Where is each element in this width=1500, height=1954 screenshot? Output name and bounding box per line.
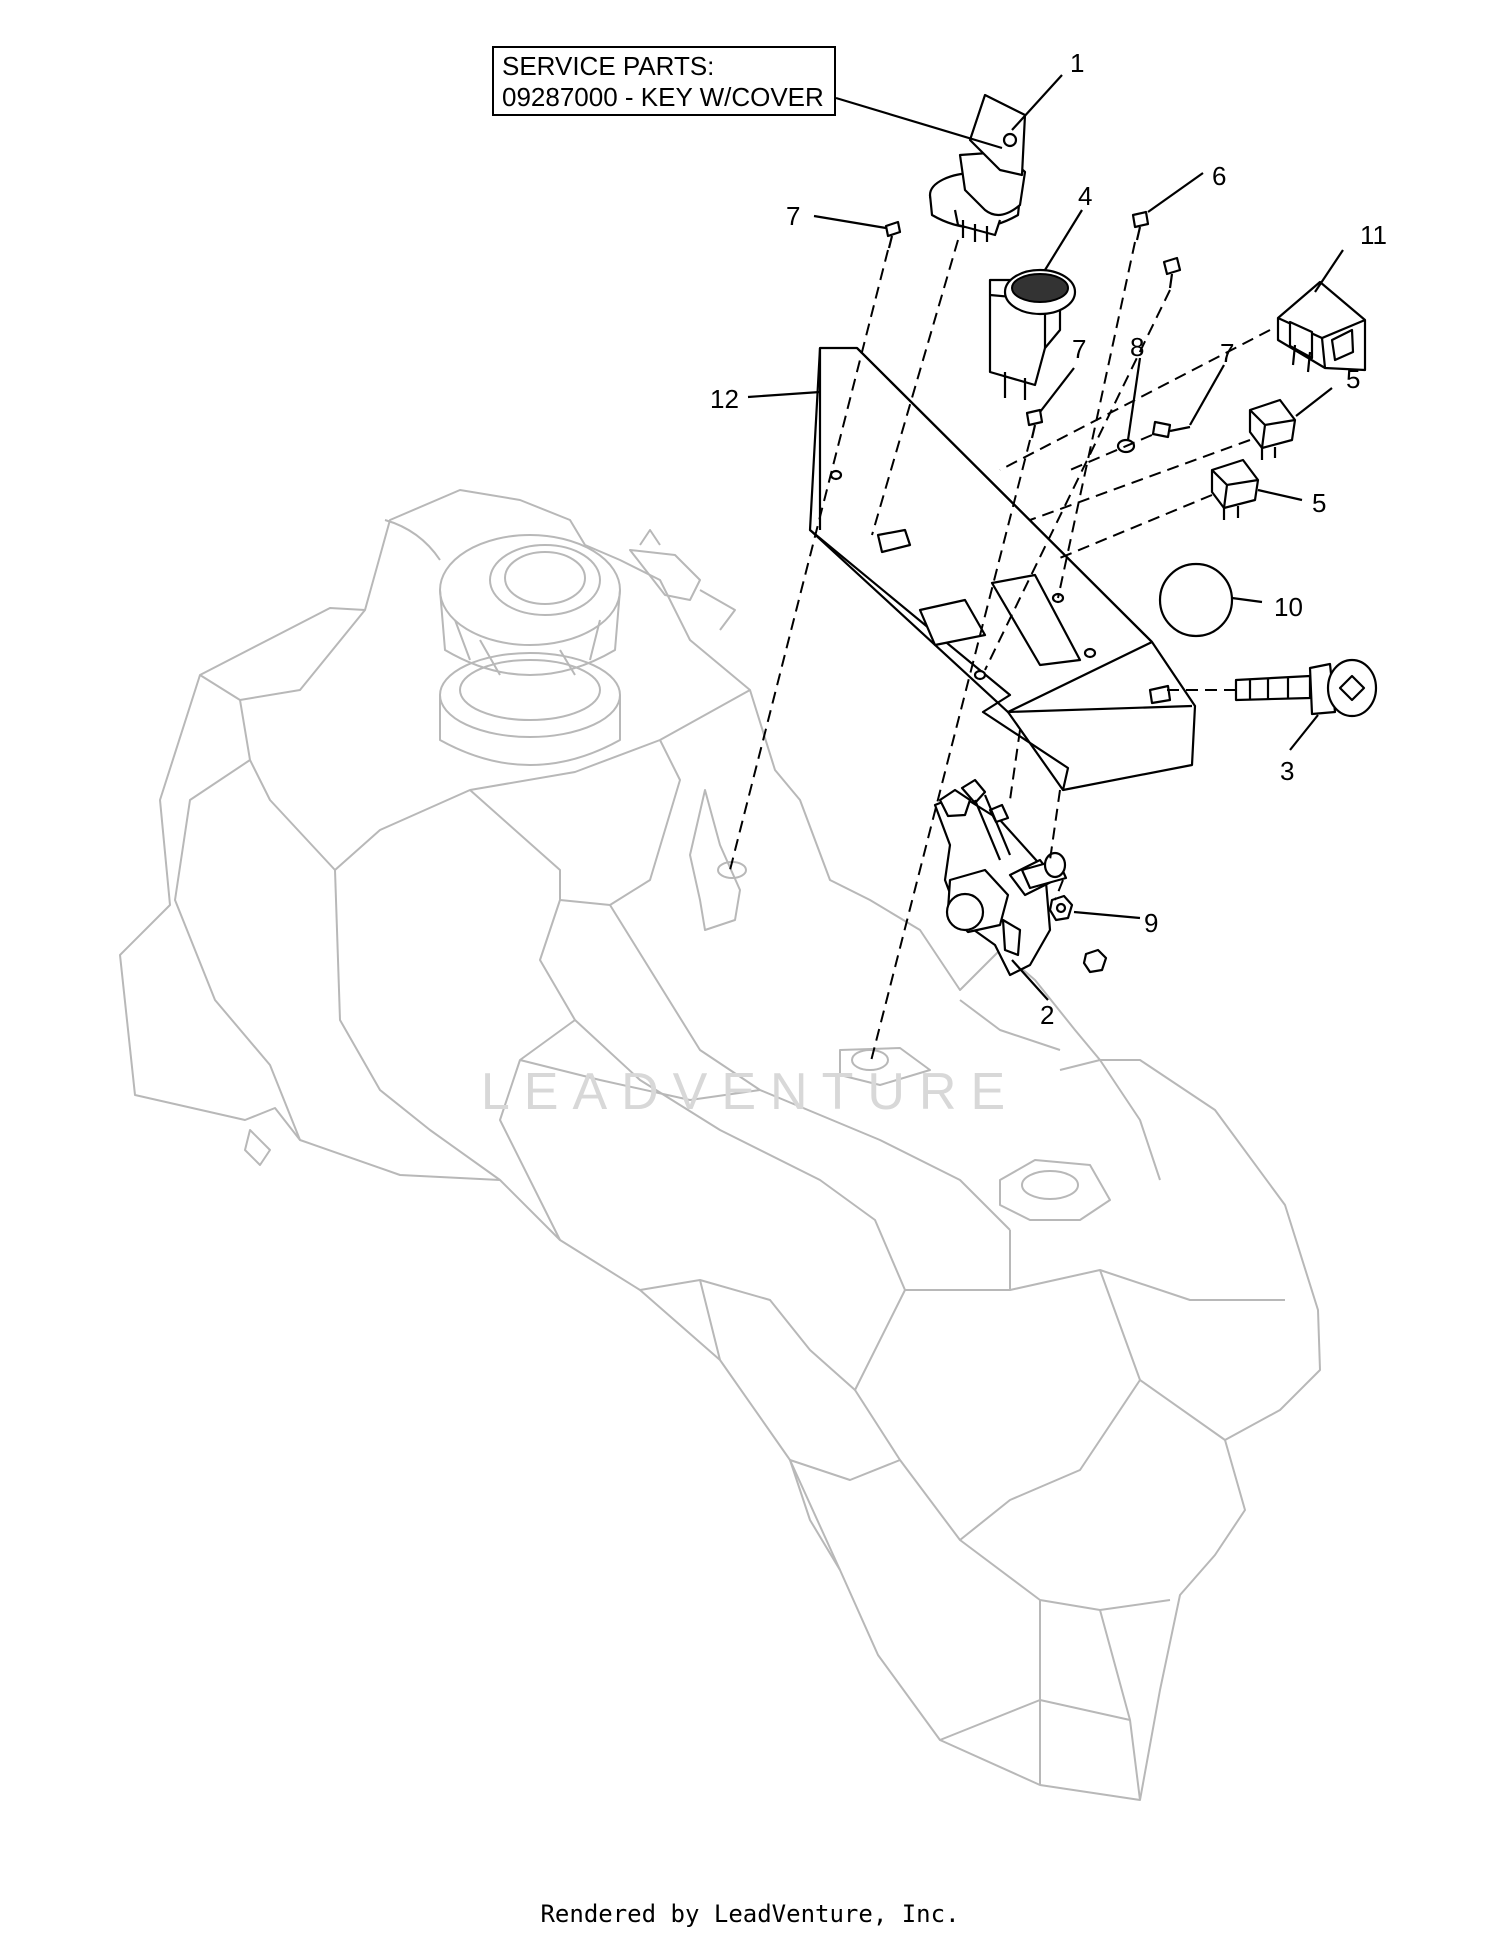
- service-parts-box: SERVICE PARTS: 09287000 - KEY W/COVER: [492, 46, 836, 116]
- callout-5-lower: 5: [1312, 488, 1326, 518]
- watermark: LEADVENTURE: [480, 1063, 1020, 1121]
- micro-switch-lower: [1210, 458, 1260, 520]
- callout-9: 9: [1144, 908, 1158, 938]
- micro-switch-upper: [1248, 398, 1297, 460]
- callout-7-right: 7: [1220, 338, 1234, 368]
- nut-extra: [1082, 948, 1108, 974]
- callout-4: 4: [1078, 181, 1092, 211]
- brake-switch-assembly: [933, 778, 1068, 977]
- callout-10: 10: [1274, 592, 1303, 622]
- assembly-lines: [729, 239, 1271, 1066]
- rocker-switch: [1276, 280, 1367, 373]
- ignition-key-switch: [928, 93, 1027, 242]
- fuel-tank: [119, 489, 1321, 1801]
- ball-cap: [1158, 562, 1234, 638]
- footer-credit: Rendered by LeadVenture, Inc.: [540, 1900, 960, 1928]
- screw-7-middle: [1025, 408, 1044, 439]
- callout-11: 11: [1360, 220, 1387, 250]
- callout-3: 3: [1280, 756, 1294, 786]
- callout-7-middle: 7: [1072, 334, 1086, 364]
- callout-2: 2: [1040, 1000, 1054, 1030]
- nut-9: [1048, 894, 1074, 922]
- screw-7-left: [884, 220, 902, 249]
- service-parts-heading: SERVICE PARTS:: [502, 51, 715, 81]
- callout-7-left: 7: [786, 201, 800, 231]
- callout-6: 6: [1212, 161, 1226, 191]
- pto-switch: [988, 268, 1077, 400]
- leader-lines: [747, 74, 1344, 1001]
- screw-7-right: [1151, 420, 1191, 439]
- headlight-switch-plug: [1234, 658, 1378, 718]
- screw-6: [1131, 210, 1150, 241]
- service-parts-item: 09287000 - KEY W/COVER: [502, 82, 824, 112]
- callout-8: 8: [1130, 332, 1144, 362]
- mounting-panel: [808, 346, 1197, 792]
- callout-1: 1: [1070, 48, 1084, 78]
- callout-12: 12: [710, 384, 739, 414]
- screw-extra: [1162, 256, 1182, 289]
- callout-5-upper: 5: [1346, 364, 1360, 394]
- callout-labels: 1 2 3 4 5 5 6 7 7 7 8 9 10 11 12: [710, 48, 1387, 1030]
